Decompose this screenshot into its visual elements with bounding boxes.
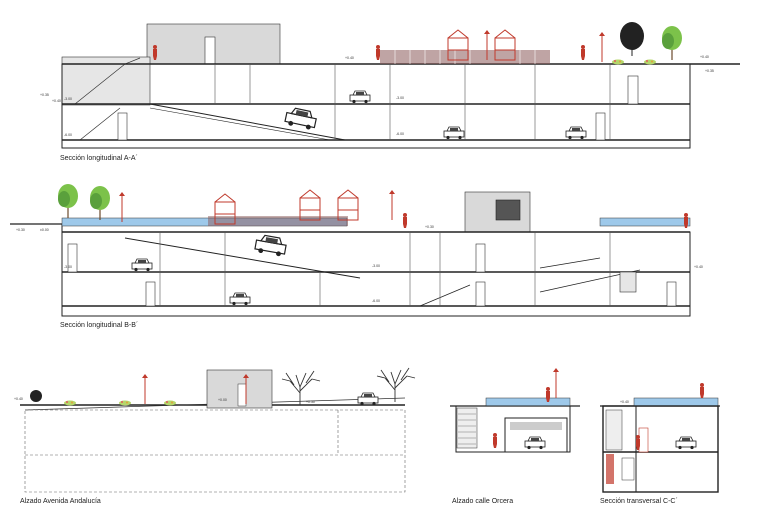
level-label: -3.00 (64, 265, 72, 269)
stair-cc (606, 454, 614, 484)
pool-east (599, 217, 691, 227)
ramp-bb (124, 237, 361, 279)
level-label: +0.35 (40, 93, 49, 97)
door-aa-3 (117, 112, 128, 141)
garage-outline (61, 63, 691, 149)
tree-icon (661, 25, 683, 61)
level-label: -6.00 (396, 132, 404, 136)
drawing-title-bb: Sección longitudinal B-B´ (60, 322, 139, 329)
shrub-icon (64, 400, 76, 406)
playground-aa (380, 29, 550, 64)
playground-bb (208, 216, 348, 226)
person-icon (153, 45, 157, 60)
level-label: -3.00 (396, 96, 404, 100)
level-label: +0.35 (705, 69, 714, 73)
person-icon (376, 45, 380, 60)
drawing-title-orcera: Alzado calle Orcera (452, 498, 514, 505)
columns-aa (214, 64, 611, 140)
section-cc: +0.40 (600, 383, 720, 493)
shrub-icon (644, 59, 656, 65)
pavilion-window (495, 199, 521, 221)
stair-core-bb (619, 271, 637, 293)
car-icon (675, 436, 697, 450)
level-label: ±0.00 (40, 228, 49, 232)
door-bb-2 (475, 243, 486, 273)
ramp-bb-lower (419, 284, 471, 307)
level-label: +0.40 (700, 55, 709, 59)
stair-block (61, 56, 151, 106)
pool-cc (633, 397, 719, 407)
tree-icon (57, 183, 79, 219)
level-label: +0.30 (425, 225, 434, 229)
level-label: +0.00 (218, 398, 227, 402)
car-icon (357, 392, 379, 406)
level-label: +0.40 (14, 397, 23, 401)
section-bb: +0.30 +0.30 ±0.00 -3.00 -3.00 -6.00 +0.4… (10, 183, 703, 317)
shrub-icon (164, 400, 176, 406)
drawing-title-cc: Sección transversal C-C´ (600, 498, 678, 505)
level-label: +0.40 (620, 400, 629, 404)
columns-bb (159, 232, 611, 306)
section-aa: +0.40 +0.35 +0.40 -3.00 -3.00 -6.00 -6.0… (40, 22, 740, 149)
door-bb-1 (67, 243, 78, 273)
level-label: -3.00 (372, 264, 380, 268)
car-icon (349, 90, 371, 104)
lamp-icon (118, 191, 126, 223)
shrub-icon (119, 400, 131, 406)
pool-orcera (485, 397, 571, 407)
person-icon (700, 383, 704, 398)
door-aa-1 (627, 75, 639, 105)
stair-lower (79, 107, 121, 141)
tree-icon (89, 185, 111, 221)
elevation-orcera (450, 367, 580, 453)
lamp-icon (598, 31, 606, 63)
person-icon (581, 45, 585, 60)
lamp-icon (141, 373, 149, 405)
lamp-icon (388, 189, 396, 221)
play-structure-icon (337, 189, 359, 221)
person-icon (636, 435, 640, 450)
level-label: +0.30 (16, 228, 25, 232)
buried-volume (24, 409, 406, 493)
level-label: +0.40 (345, 56, 354, 60)
tree-icon (30, 390, 42, 402)
car-icon (283, 105, 319, 132)
level-label: +0.40 (694, 265, 703, 269)
drawing-title-aa: Sección longitudinal A-A´ (60, 155, 138, 162)
person-icon (684, 213, 688, 228)
car-icon (443, 126, 465, 140)
door-bb-5 (666, 281, 677, 307)
lamp-icon (552, 367, 560, 399)
tree-icon (620, 22, 644, 56)
garage-section-cc (602, 405, 719, 493)
person-icon (403, 213, 407, 228)
car-icon (229, 292, 251, 306)
car-icon (565, 126, 587, 140)
bare-tree-icon (376, 367, 416, 403)
drawing-title-andalucia: Alzado Avenida Andalucía (20, 498, 101, 505)
level-label: -3.00 (64, 97, 72, 101)
pavilion-door (204, 36, 216, 65)
door-aa-2 (595, 112, 606, 141)
door-bb-4 (475, 281, 486, 307)
car-icon (253, 233, 288, 258)
level-label: +0.30 (306, 400, 315, 404)
elevation-andalucia: +0.40 +0.00 +0.30 (14, 367, 416, 493)
level-label: +0.40 (52, 99, 61, 103)
door-bb-3 (145, 281, 156, 307)
level-label: -6.00 (372, 299, 380, 303)
car-icon (131, 258, 153, 272)
ramp-aa (149, 103, 346, 141)
play-structure-icon (299, 189, 321, 221)
garage-outline-bb (61, 231, 691, 317)
level-label: -6.00 (64, 133, 72, 137)
person-icon (546, 387, 550, 402)
shrub-icon (612, 59, 624, 65)
person-icon (493, 433, 497, 448)
ramp-aa-inner (149, 107, 331, 141)
